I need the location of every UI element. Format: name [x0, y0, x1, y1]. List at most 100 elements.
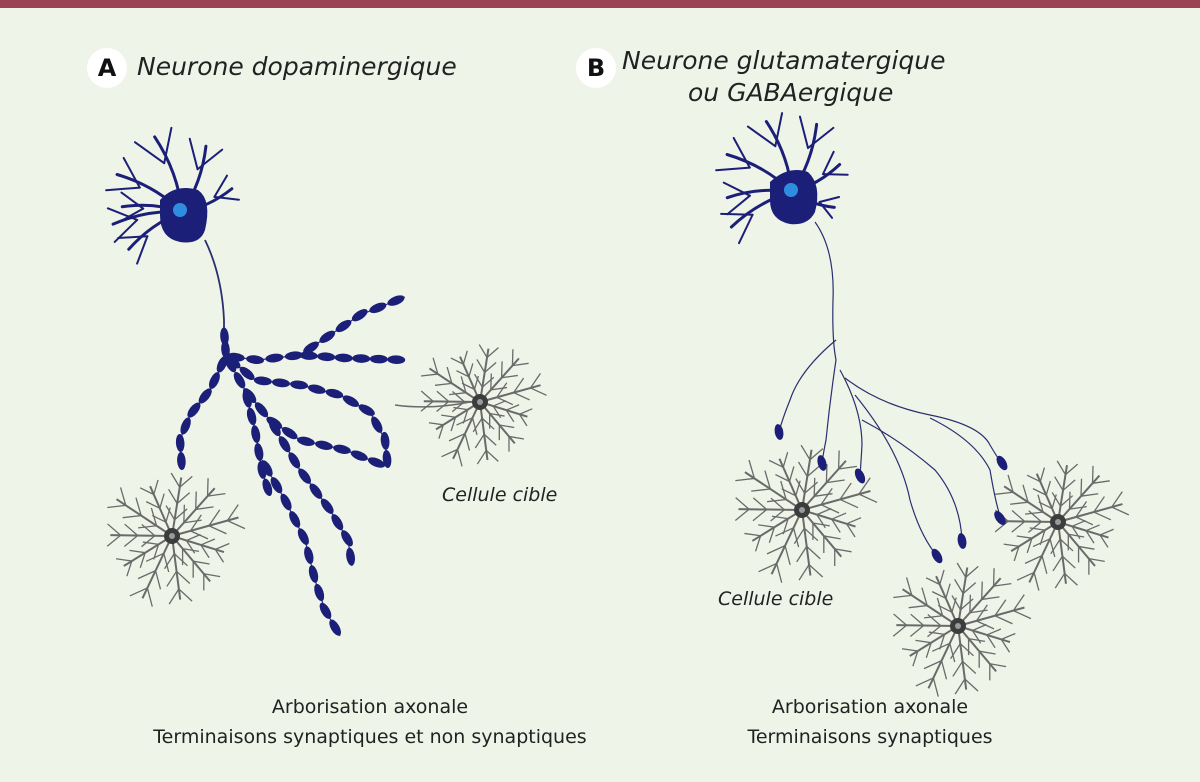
- target-dendrite-twig: [485, 449, 499, 462]
- target-dendrite-twig: [519, 408, 533, 415]
- target-dendrite-twig: [139, 487, 155, 496]
- target-dendrite-twig: [146, 587, 153, 607]
- target-dendrite-twig: [839, 498, 859, 509]
- target-dendrite-twig: [449, 392, 467, 396]
- axonal-varicosity: [382, 449, 392, 468]
- target-dendrite-twig: [1039, 529, 1046, 545]
- target-dendrite-twig: [986, 634, 996, 649]
- dendrite-branch: [746, 125, 777, 148]
- axon-branch: [814, 221, 837, 361]
- target-dendrite-twig: [752, 508, 768, 522]
- axonal-varicosity: [346, 547, 356, 566]
- axonal-varicosity: [270, 477, 283, 494]
- synaptic-bouton: [996, 455, 1008, 471]
- target-dendrite-twig: [153, 479, 159, 495]
- target-dendrite-twig: [137, 570, 156, 580]
- axonal-varicosity: [242, 390, 252, 408]
- target-dendrite-twig: [1078, 545, 1095, 550]
- axonal-varicosity: [351, 309, 368, 322]
- target-dendrite: [479, 384, 541, 403]
- axonal-varicosity: [281, 426, 298, 440]
- target-dendrite-twig: [951, 597, 957, 613]
- dendrite-branch: [732, 136, 751, 169]
- target-dendrite-twig: [1099, 534, 1109, 548]
- synaptic-bouton: [931, 548, 943, 564]
- target-dendrite-twig: [831, 512, 847, 520]
- target-dendrite-twig: [1093, 496, 1105, 513]
- target-dendrite-twig: [462, 350, 468, 365]
- target-dendrite-twig: [892, 624, 908, 637]
- target-dendrite-twig: [182, 547, 200, 553]
- axon-branch: [821, 359, 837, 464]
- target-dendrite-twig: [923, 660, 942, 670]
- dendrite-branch: [737, 213, 754, 245]
- target-dendrite-twig: [962, 660, 977, 674]
- target-dendrite-twig: [124, 523, 139, 536]
- target-dendrite-twig: [975, 604, 988, 622]
- target-dendrite-twig: [208, 525, 227, 535]
- target-dendrite-twig: [1022, 484, 1029, 503]
- axonal-varicosity: [233, 372, 246, 389]
- axonal-varicosity: [350, 450, 368, 461]
- target-dendrite-twig: [910, 613, 925, 626]
- target-dendrite-twig: [924, 615, 943, 619]
- target-dendrite-twig: [438, 424, 444, 439]
- target-dendrite-twig: [489, 412, 505, 417]
- target-dendrite-twig: [1039, 467, 1046, 482]
- axonal-varicosity: [320, 498, 334, 514]
- target-dendrite-twig: [951, 595, 962, 611]
- dendrite-branch: [821, 150, 835, 176]
- panel-b-target-cell-left: [734, 444, 878, 583]
- axonal-varicosity: [303, 341, 319, 354]
- target-dendrite-twig: [979, 650, 996, 655]
- axonal-varicosity: [325, 388, 344, 399]
- panel-b-badge: B: [576, 48, 616, 88]
- target-dendrite-twig: [812, 522, 830, 527]
- synaptic-bouton: [817, 455, 827, 471]
- target-dendrite-twig: [1011, 521, 1026, 533]
- target-dendrite-twig: [915, 677, 934, 687]
- target-dendrite-twig: [758, 562, 777, 573]
- dendrite-branch: [807, 126, 835, 150]
- target-dendrite-twig: [141, 535, 156, 548]
- target-dendrite-twig: [806, 545, 821, 560]
- target-dendrite-twig: [1061, 555, 1076, 569]
- target-dendrite-twig: [969, 594, 972, 613]
- neuron-nucleus: [784, 183, 798, 197]
- target-dendrite-twig: [153, 544, 160, 560]
- target-dendrite-twig: [784, 545, 791, 566]
- target-dendrite-twig: [227, 520, 246, 530]
- axonal-varicosity: [333, 444, 351, 454]
- target-dendrite-twig: [464, 433, 471, 451]
- target-dendrite-twig: [908, 604, 928, 609]
- target-dendrite-twig: [138, 525, 157, 529]
- target-dendrite-twig: [530, 387, 547, 396]
- target-dendrite-twig: [770, 509, 785, 522]
- target-nucleus: [169, 533, 175, 539]
- target-dendrite-twig: [505, 409, 515, 423]
- target-dendrite-twig: [200, 544, 210, 559]
- target-dendrite-twig: [506, 404, 520, 411]
- axon-branch: [778, 339, 837, 433]
- target-dendrite-twig: [176, 492, 191, 504]
- target-dendrite-twig: [1026, 537, 1033, 554]
- target-dendrite-twig: [782, 518, 789, 535]
- target-dendrite-twig: [496, 396, 514, 406]
- target-dendrite-twig: [446, 366, 453, 384]
- panel-b-target-cell-bottom: [892, 562, 1032, 697]
- axonal-varicosity: [246, 355, 264, 365]
- axonal-varicosity: [314, 583, 325, 602]
- target-dendrite-twig: [994, 615, 1013, 625]
- target-dendrite-twig: [518, 413, 528, 427]
- target-dendrite-twig: [1033, 572, 1040, 591]
- axonal-varicosity: [284, 351, 303, 361]
- target-dendrite-twig: [792, 527, 800, 548]
- target-dendrite-twig: [949, 643, 956, 663]
- dendrite-branch: [774, 112, 784, 148]
- target-dendrite-twig: [174, 508, 188, 521]
- target-dendrite-twig: [950, 643, 961, 660]
- axonal-varicosity: [175, 433, 185, 452]
- axonal-varicosity: [224, 355, 237, 373]
- panel-b-target-cell-right: [994, 460, 1130, 591]
- target-dendrite-twig: [481, 417, 495, 430]
